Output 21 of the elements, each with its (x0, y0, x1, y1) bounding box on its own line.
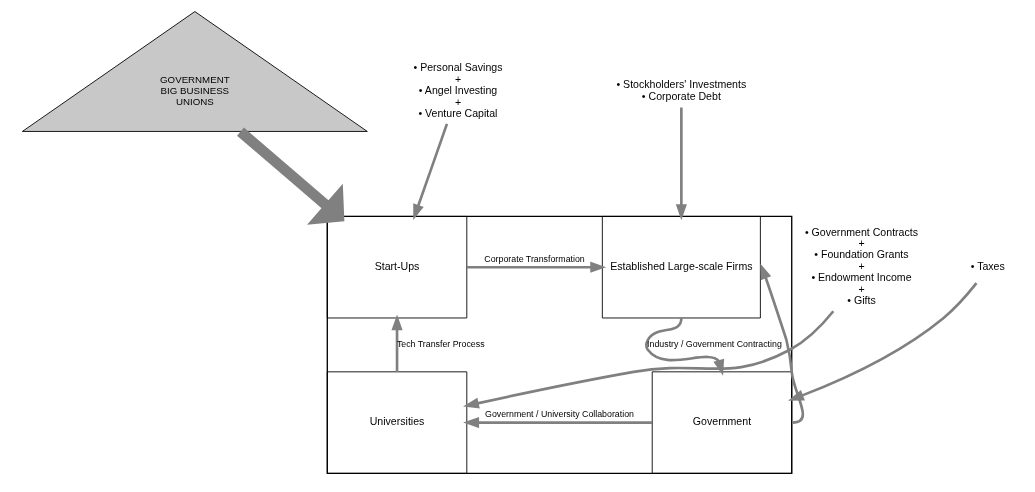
edge-label: Government / University Collaboration (485, 409, 634, 420)
arrow (760, 263, 805, 424)
edge-label: Tech Transfer Process (396, 339, 485, 350)
node-box: Universities (326, 371, 468, 474)
arrow (466, 261, 607, 273)
node-box: Government (651, 371, 793, 474)
arrow (675, 107, 687, 221)
arrow (413, 123, 449, 221)
edge-label: Industry / Government Contracting (647, 339, 782, 350)
node-box: Established Large-scale Firms (601, 216, 761, 319)
edge-label: Corporate Transformation (484, 253, 585, 264)
node-box: Start-Ups (326, 216, 468, 319)
arrow (463, 310, 835, 409)
node-text: • Personal Savings + • Angel Investing + • Venture Capital (413, 61, 503, 120)
node-text: • Stockholders' Investments • Corporate Debt (616, 78, 747, 102)
arrow (391, 314, 403, 372)
arrow (788, 282, 978, 401)
arrow (237, 127, 345, 225)
node-text: • Taxes (970, 259, 1005, 272)
arrow (463, 417, 652, 429)
node-text: • Government Contracts + • Foundation Grants + • Endowment Income + • Gifts (804, 225, 919, 307)
